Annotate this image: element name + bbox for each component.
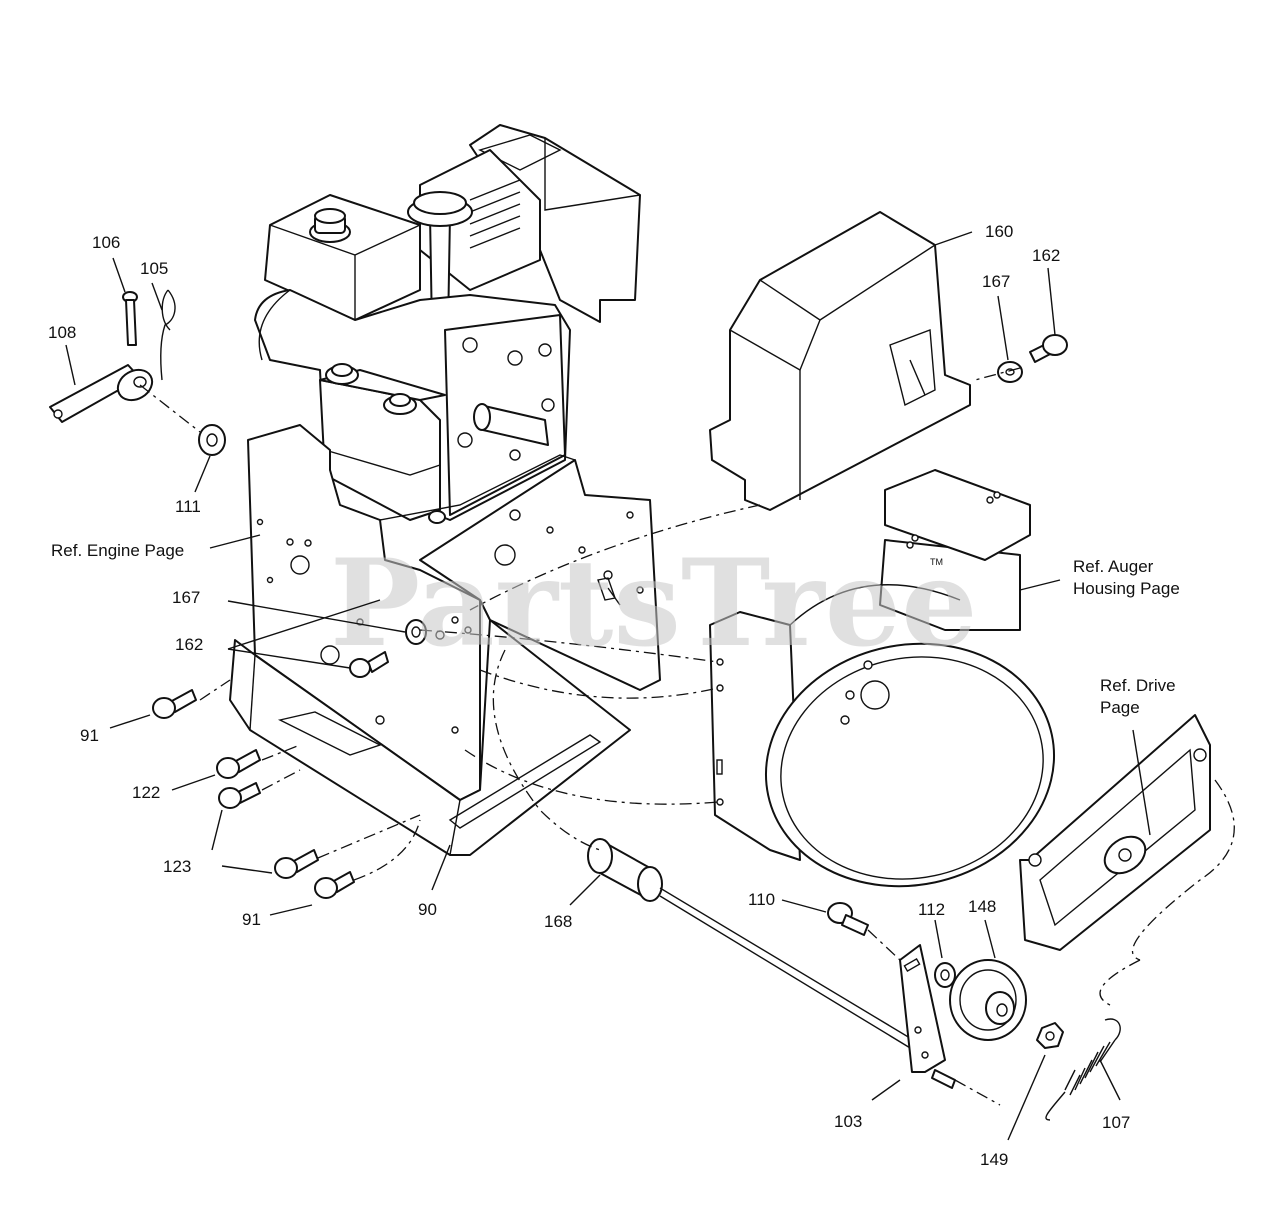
part-103	[899, 944, 956, 1089]
part-162-frame	[349, 651, 389, 678]
trademark-mark: TM	[930, 557, 943, 567]
callout-90: 90	[418, 900, 437, 919]
callout-107: 107	[1102, 1113, 1130, 1132]
part-107	[1045, 1018, 1121, 1121]
ref-auger-housing-line1: Ref. Auger	[1073, 557, 1154, 576]
reference-labels: Ref. Engine Page Ref. Auger Housing Page…	[51, 541, 1180, 717]
watermark: PartsTree	[330, 533, 977, 674]
callout-91-upper: 91	[80, 726, 99, 745]
callout-106: 106	[92, 233, 120, 252]
part-167-frame	[405, 619, 427, 645]
part-162-upper	[1029, 334, 1068, 363]
callout-122: 122	[132, 783, 160, 802]
callout-103: 103	[834, 1112, 862, 1131]
callout-110: 110	[748, 890, 775, 909]
part-167-upper	[997, 361, 1023, 383]
callout-167-frame: 167	[172, 588, 200, 607]
callout-168: 168	[544, 912, 572, 931]
part-149	[1036, 1022, 1064, 1049]
part-168	[587, 838, 931, 1058]
part-123	[218, 782, 261, 809]
ref-auger-housing-line2: Housing Page	[1073, 579, 1180, 598]
part-122	[216, 749, 261, 779]
leader-lines	[65, 231, 1151, 1141]
part-91-lower-2	[314, 871, 355, 899]
ref-drive-line1: Ref. Drive	[1100, 676, 1176, 695]
part-91-lower	[274, 849, 319, 879]
drive-plate	[1019, 714, 1211, 951]
ref-drive-line2: Page	[1100, 698, 1140, 717]
callout-111: 111	[175, 497, 201, 516]
callout-149: 149	[980, 1150, 1008, 1169]
callout-112: 112	[918, 900, 945, 919]
part-111	[198, 424, 226, 456]
belt-cover	[709, 211, 971, 511]
callouts: 106 105 108 111 160 162 167 167 162 91 1…	[48, 222, 1130, 1169]
callout-167-upper: 167	[982, 272, 1010, 291]
part-106	[122, 291, 138, 346]
part-105	[160, 289, 176, 381]
callout-162-upper: 162	[1032, 246, 1060, 265]
part-112	[934, 962, 956, 988]
callout-160: 160	[985, 222, 1013, 241]
ref-engine-page: Ref. Engine Page	[51, 541, 184, 560]
engine	[254, 124, 641, 524]
callout-105: 105	[140, 259, 168, 278]
callout-123: 123	[163, 857, 191, 876]
part-110	[827, 902, 869, 936]
part-148	[949, 959, 1027, 1041]
part-91-upper	[152, 689, 197, 719]
callout-148: 148	[968, 897, 996, 916]
part-108	[49, 364, 154, 423]
callout-108: 108	[48, 323, 76, 342]
auger-housing	[709, 469, 1056, 888]
callout-91-lower: 91	[242, 910, 261, 929]
callout-162-frame: 162	[175, 635, 203, 654]
assembly-lines	[139, 367, 1235, 1106]
